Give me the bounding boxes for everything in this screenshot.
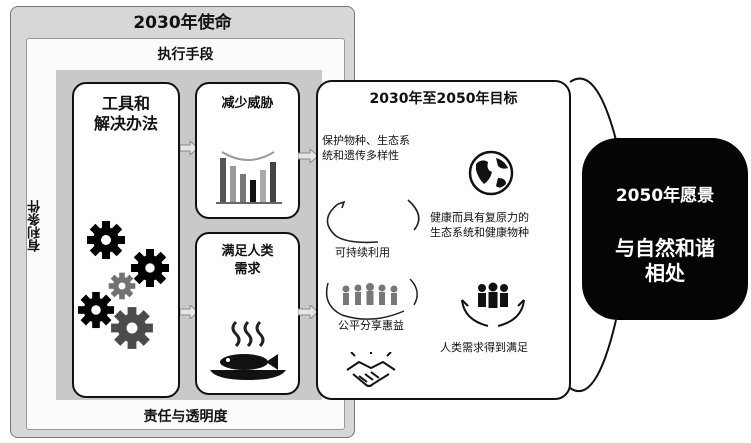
responsibility-label: 责任与透明度 <box>143 409 228 425</box>
globe-icon <box>468 150 514 196</box>
gears-icon <box>77 221 169 349</box>
goal-protect-species: 保护物种、生态系 统和遗传多样性 <box>322 134 410 162</box>
gear-icon <box>87 221 125 259</box>
means-title: 执行手段 <box>157 47 214 63</box>
goal-sustainable-use: 可持续利用 <box>335 246 390 259</box>
goal-human-needs-met: 人类需求得到满足 <box>440 341 528 354</box>
arrow-icon <box>298 305 318 319</box>
tools-title-line2: 解决办法 <box>93 114 158 133</box>
tools-title-line1: 工具和 <box>101 94 150 113</box>
goals-box <box>316 80 571 400</box>
arrow-icon <box>298 149 318 163</box>
declining-bars-icon <box>216 151 282 204</box>
vision-statement: 与自然和谐 相处 <box>615 236 715 285</box>
arrow-icon <box>180 305 198 319</box>
goal-fair-benefit-sharing: 公平分享惠益 <box>338 319 404 332</box>
goal-healthy-ecosystems: 健康而具有复原力的 生态系统和健康物种 <box>430 211 529 239</box>
meet-needs-title-line2: 需求 <box>234 262 261 277</box>
hands-people-icon <box>461 282 525 327</box>
reduce-threats-box <box>195 82 300 219</box>
cycle-arrows-icon <box>326 199 420 244</box>
people-group-icon <box>325 278 418 320</box>
arrow-icon <box>180 141 198 155</box>
goals-title: 2030年至2050年目标 <box>369 91 518 107</box>
handshake-icon <box>346 352 396 387</box>
mission-title: 2030年使命 <box>133 13 232 33</box>
enabling-conditions-label: 有利条件 <box>28 200 43 252</box>
connector-bracket <box>569 77 617 393</box>
meet-needs-title-line1: 满足人类 <box>221 244 274 259</box>
tools-title: 工具和 解决办法 <box>72 94 180 134</box>
reduce-threats-title: 减少威胁 <box>221 96 274 111</box>
vision-title: 2050年愿景 <box>615 186 715 206</box>
meet-needs-title: 满足人类 需求 <box>195 243 300 279</box>
vision-2050-box: 2050年愿景 与自然和谐 相处 <box>582 138 748 320</box>
food-dish-icon <box>210 320 286 380</box>
